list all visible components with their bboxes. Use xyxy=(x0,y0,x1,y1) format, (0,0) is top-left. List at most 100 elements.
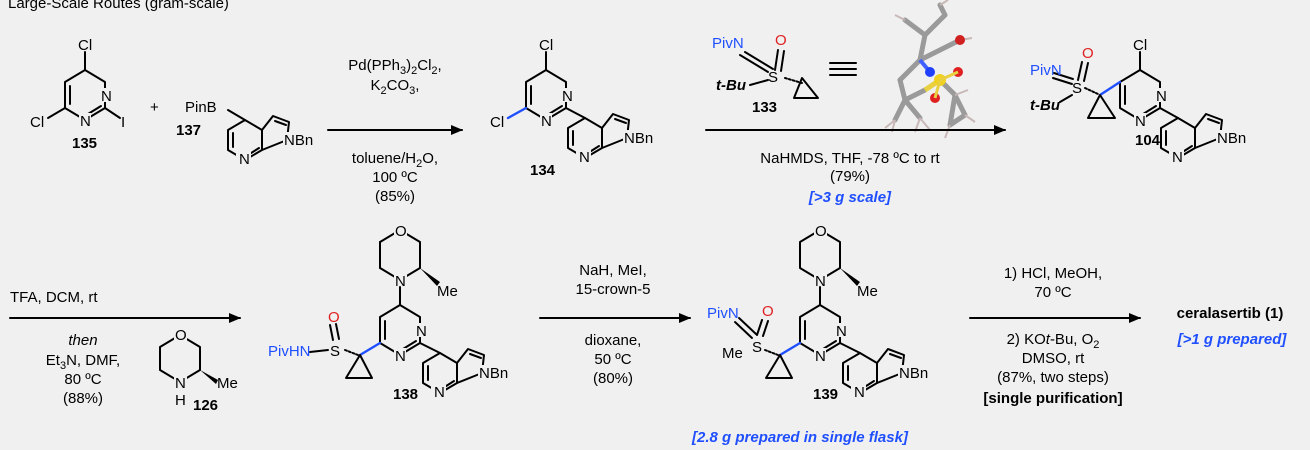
atom-nbn: NBn xyxy=(899,365,928,382)
atom-s: S xyxy=(330,343,340,360)
scheme-title: Large-Scale Routes (gram-scale) xyxy=(8,0,229,12)
label-137: 137 xyxy=(176,122,201,139)
label-139: 139 xyxy=(813,386,838,403)
compound-126-structure xyxy=(159,328,218,389)
step1-catalyst: Pd(PPh3)2Cl2, xyxy=(348,57,441,77)
atom-s: S xyxy=(1072,80,1082,97)
atom-me: Me xyxy=(437,283,458,300)
atom-cl: Cl xyxy=(539,37,553,54)
atom-i: I xyxy=(121,114,125,131)
atom-n: N xyxy=(562,88,573,105)
atom-nbn: NBn xyxy=(1217,130,1246,147)
atom-cl: Cl xyxy=(1133,37,1147,54)
step1-solvent: toluene/H2O, xyxy=(352,150,438,170)
atom-pivn: PivN xyxy=(707,305,739,322)
atom-pivn: PivN xyxy=(1030,62,1062,79)
atom-cl: Cl xyxy=(30,114,44,131)
atom-n: N xyxy=(101,88,112,105)
compound-139-structure xyxy=(734,223,932,399)
step4-reagents: NaH, MeI, xyxy=(579,262,647,279)
atom-nbn: NBn xyxy=(284,132,313,149)
step4-additive: 15-crown-5 xyxy=(575,281,650,298)
step1-yield: (85%) xyxy=(375,188,415,205)
atom-s: S xyxy=(768,69,778,86)
compound-138-structure xyxy=(309,223,512,399)
step3-yield: (88%) xyxy=(63,390,103,407)
atom-tbu: t-Bu xyxy=(1030,97,1060,114)
atom-me: Me xyxy=(857,283,878,300)
label-133: 133 xyxy=(752,99,777,116)
step1-base: K2CO3, xyxy=(371,77,420,97)
step1-temp: 100 ºC xyxy=(372,169,418,186)
step4-scale-note: [2.8 g prepared in single flask] xyxy=(691,429,909,446)
xray-structure-image xyxy=(884,0,976,139)
compound-135-structure: Cl N N Cl I xyxy=(30,37,125,131)
atom-tbu: t-Bu xyxy=(716,77,746,94)
atom-n: N xyxy=(815,348,826,365)
label-135: 135 xyxy=(72,135,97,152)
atom-n: N xyxy=(1172,149,1183,166)
compound-104-structure xyxy=(1052,51,1250,164)
label-126: 126 xyxy=(193,397,218,414)
atom-n: N xyxy=(854,384,865,401)
atom-o: O xyxy=(395,223,407,240)
step3-then: then xyxy=(68,332,97,349)
step4-temp: 50 ºC xyxy=(594,351,631,368)
step5-line3: 2) KOt-Bu, O2 xyxy=(1007,331,1100,351)
step5-line1: 1) HCl, MeOH, xyxy=(1004,265,1102,282)
compound-137-structure xyxy=(227,109,317,166)
step3-reagents: Et3N, DMF, xyxy=(46,352,120,372)
atom-n: N xyxy=(416,323,427,340)
atom-nbn: NBn xyxy=(479,365,508,382)
step2-conditions: NaHMDS, THF, -78 ºC to rt xyxy=(760,150,940,167)
atom-n: N xyxy=(541,113,552,130)
atom-n: N xyxy=(815,273,826,290)
atom-cl: Cl xyxy=(78,37,92,54)
atom-n: N xyxy=(80,113,91,130)
plus-sign: + xyxy=(150,99,159,116)
step5-yield: (87%, two steps) xyxy=(997,369,1109,386)
step5-line2: 70 ºC xyxy=(1034,284,1071,301)
label-134: 134 xyxy=(530,162,556,179)
equivalence-symbol xyxy=(829,62,857,76)
atom-n: N xyxy=(175,375,186,392)
atom-n: N xyxy=(1135,113,1146,130)
atom-h: H xyxy=(175,392,186,409)
atom-pinb: PinB xyxy=(185,99,217,116)
atom-o: O xyxy=(1082,45,1094,62)
atom-pivn: PivN xyxy=(712,35,744,52)
atom-n: N xyxy=(395,273,406,290)
step2-scale-note: [>3 g scale] xyxy=(808,189,892,206)
step5-purification: [single purification] xyxy=(983,390,1122,407)
label-138: 138 xyxy=(393,386,418,403)
atom-o: O xyxy=(175,327,187,344)
step2-yield: (79%) xyxy=(830,168,870,185)
step3-temp: 80 ºC xyxy=(64,371,101,388)
atom-me: Me xyxy=(722,345,743,362)
atom-n: N xyxy=(239,151,250,168)
compound-134-structure xyxy=(506,51,657,164)
atom-me: Me xyxy=(217,375,238,392)
final-product-note: [>1 g prepared] xyxy=(1177,331,1288,348)
atom-n: N xyxy=(434,384,445,401)
step3-conditions: TFA, DCM, rt xyxy=(10,289,98,306)
atom-pivhn: PivHN xyxy=(268,343,311,360)
atom-o: O xyxy=(762,303,774,320)
atom-n: N xyxy=(836,323,847,340)
atom-nbn: NBn xyxy=(624,130,653,147)
step4-yield: (80%) xyxy=(593,370,633,387)
atom-o: O xyxy=(775,32,787,49)
atom-s: S xyxy=(752,339,762,356)
final-product-label: ceralasertib (1) xyxy=(1177,305,1284,322)
atom-o: O xyxy=(328,309,340,326)
atom-cl: Cl xyxy=(490,114,504,131)
label-104: 104 xyxy=(1135,132,1161,149)
atom-o: O xyxy=(815,223,827,240)
step5-line4: DMSO, rt xyxy=(1022,350,1085,367)
atom-n: N xyxy=(1156,88,1167,105)
atom-n: N xyxy=(579,149,590,166)
step4-solvent: dioxane, xyxy=(585,332,642,349)
compound-133-structure xyxy=(739,49,819,99)
atom-n: N xyxy=(395,348,406,365)
